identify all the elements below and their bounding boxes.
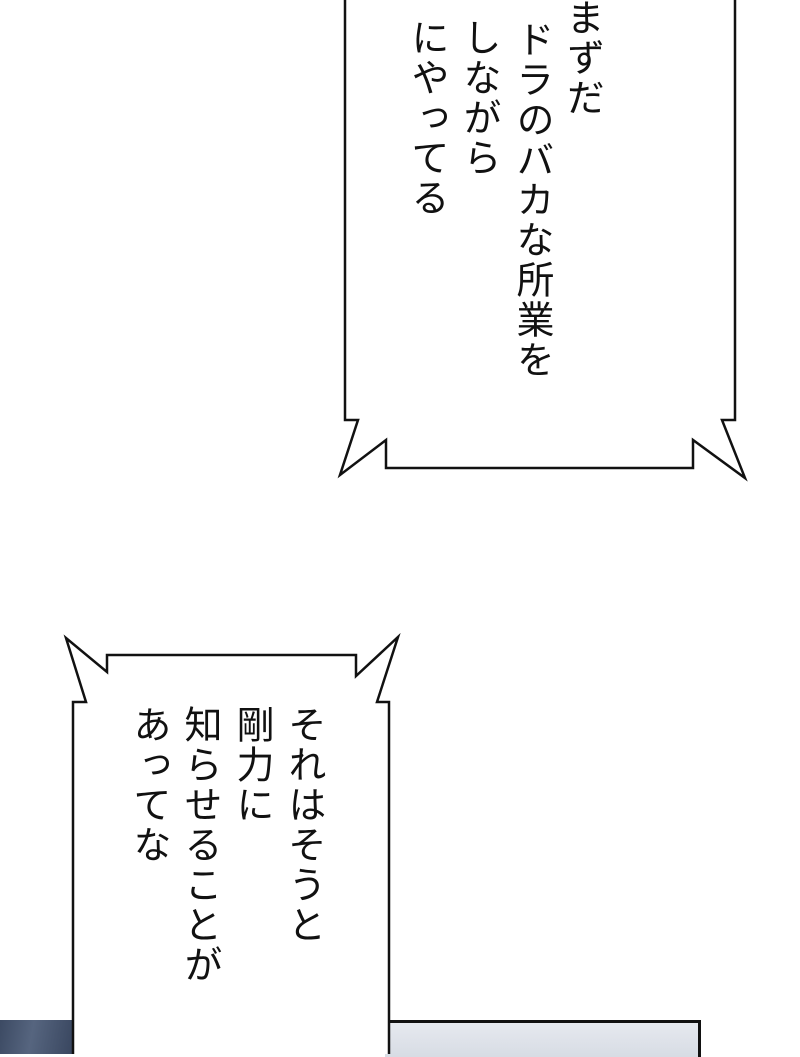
speech-bubble-bottom (63, 632, 401, 1054)
artwork-panel-light (385, 1020, 701, 1057)
bubble-bottom-line-2: 剛力に (230, 705, 274, 825)
bubble-top-line-4: にやってる (405, 18, 449, 218)
bubble-bottom-line-4: あってな (127, 705, 171, 865)
bubble-top-line-3: しながら (457, 18, 501, 178)
speech-bubble-top (337, 0, 748, 482)
bubble-top-line-1: まずだ (560, 0, 604, 118)
artwork-panel-dark (0, 1020, 80, 1054)
bubble-bottom-line-3: 知らせることが (178, 705, 222, 985)
bubble-top-line-2: ドラのバカな所業を (510, 20, 554, 380)
bubble-bottom-line-1: それはそうと (282, 705, 326, 945)
